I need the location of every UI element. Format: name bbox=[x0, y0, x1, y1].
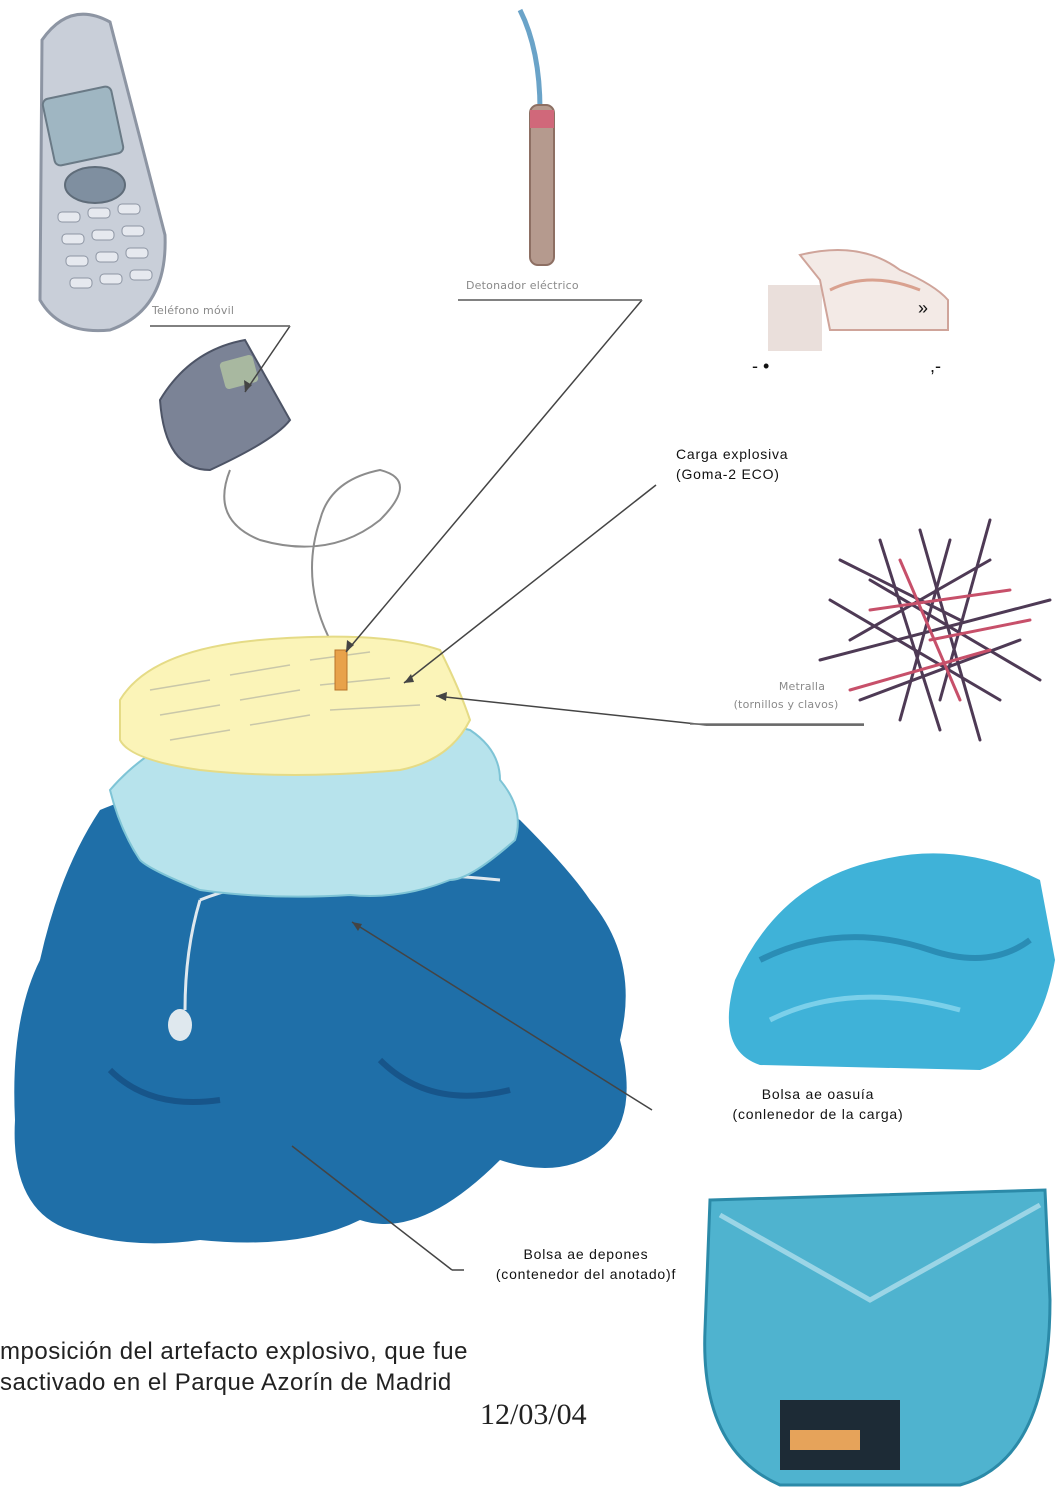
caption-date: 12/03/04 bbox=[480, 1398, 587, 1432]
label-carga-line1: Carga explosiva bbox=[676, 444, 788, 464]
label-carga-line2: (Goma-2 ECO) bbox=[676, 464, 788, 484]
label-carga: Carga explosiva (Goma-2 ECO) bbox=[676, 444, 788, 484]
label-bolsa-basura-line1: Bolsa ae oasuía bbox=[690, 1084, 946, 1104]
caption-line2: sactivado en el Parque Azorín de Madrid bbox=[0, 1367, 468, 1398]
caption-line1: mposición del artefacto explosivo, que f… bbox=[0, 1336, 468, 1367]
label-metralla-2: (tornillos y clavos) bbox=[706, 698, 866, 711]
device-illustration bbox=[14, 340, 626, 1243]
label-bolsa-basura-line2: (conlenedor de la carga) bbox=[690, 1104, 946, 1124]
detonator-image bbox=[520, 10, 554, 265]
caption: mposición del artefacto explosivo, que f… bbox=[0, 1336, 468, 1398]
label-bolsa-deportes: Bolsa ae depones (contenedor del anotado… bbox=[466, 1244, 706, 1284]
fragment-comma-dash: ,- bbox=[930, 356, 941, 377]
small-phone-drawing bbox=[160, 340, 290, 470]
label-telefono: Teléfono móvil bbox=[152, 304, 234, 317]
label-metralla-1: Metralla bbox=[740, 680, 864, 693]
label-detonador: Detonador eléctrico bbox=[466, 279, 579, 292]
fragment-quote: » bbox=[918, 298, 928, 319]
label-bolsa-basura: Bolsa ae oasuía (conlenedor de la carga) bbox=[690, 1084, 946, 1124]
fragment-dash-bullet: - • bbox=[752, 356, 769, 377]
label-bolsa-deportes-line2: (contenedor del anotado)f bbox=[466, 1264, 706, 1284]
mobile-phone-image bbox=[40, 14, 165, 330]
sports-bag-image bbox=[705, 1190, 1050, 1485]
garbage-bag-image bbox=[729, 853, 1055, 1070]
label-bolsa-deportes-line1: Bolsa ae depones bbox=[466, 1244, 706, 1264]
